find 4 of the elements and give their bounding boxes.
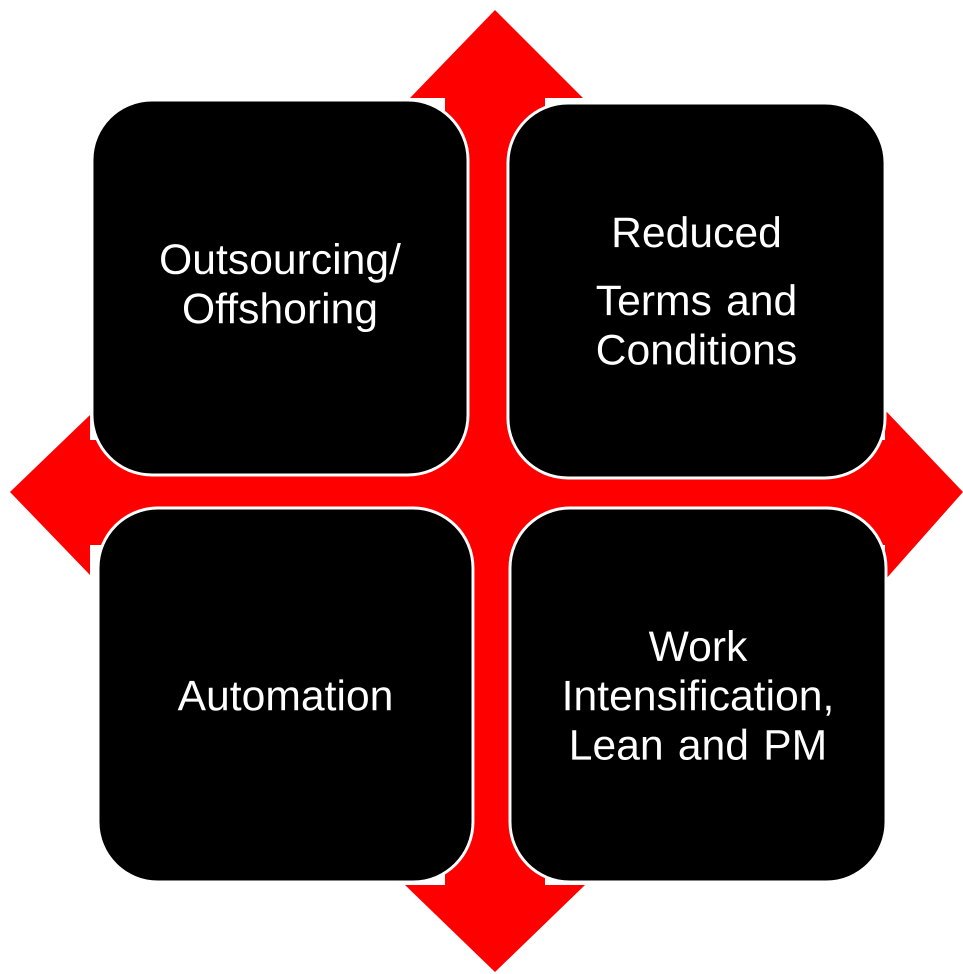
text-box: Work Intensification, Lean and PM <box>508 506 888 884</box>
text-box: Automation <box>96 506 474 884</box>
text-box: Outsourcing/ Offshoring <box>90 98 470 476</box>
text-box: Reduced Terms and Conditions <box>506 102 886 480</box>
